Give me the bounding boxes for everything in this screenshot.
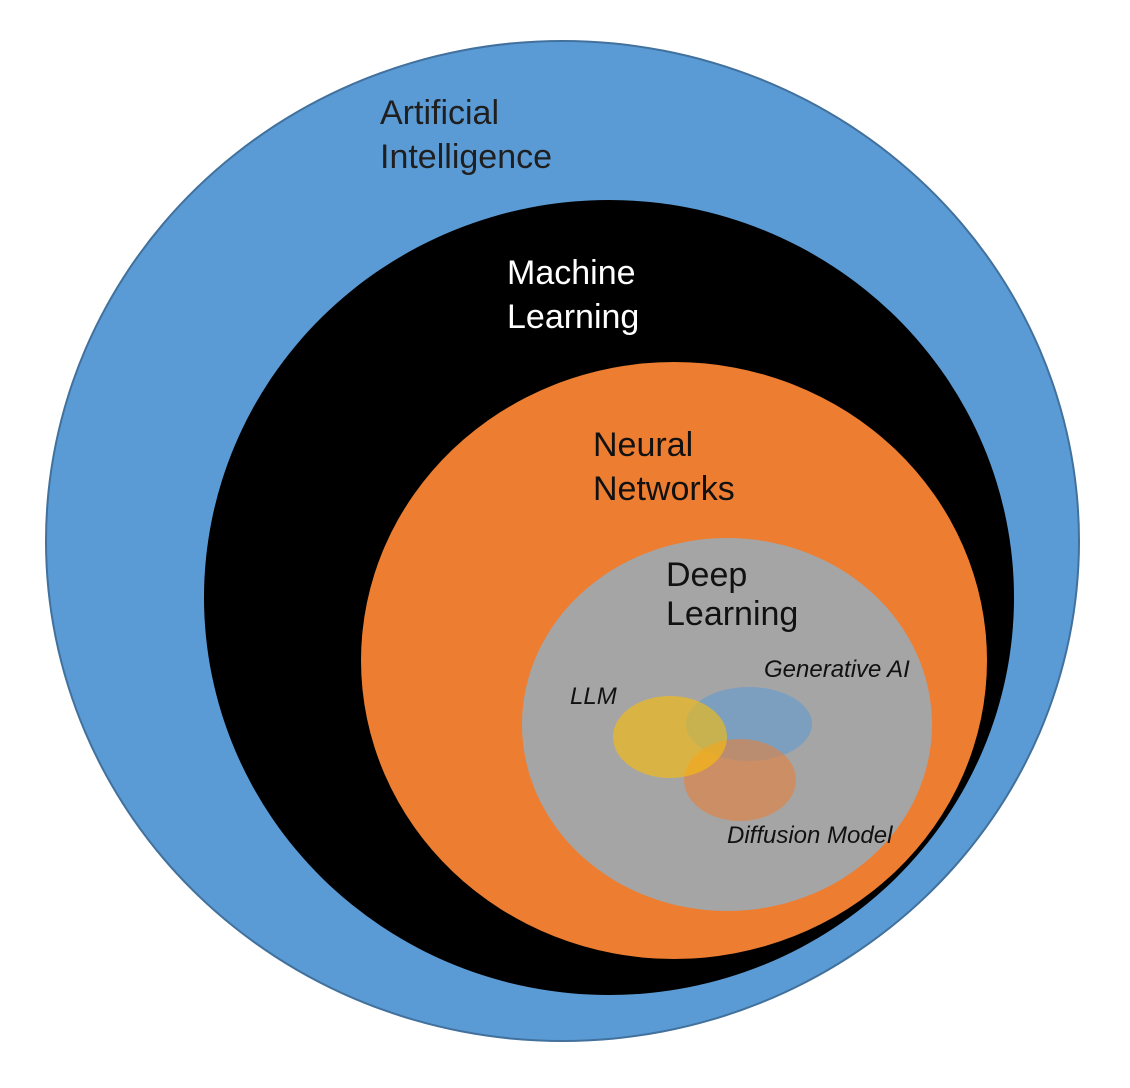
neural-networks-label: Neural Networks xyxy=(593,426,735,508)
diffusion-model-label: Diffusion Model xyxy=(727,822,893,849)
machine-learning-label: Machine Learning xyxy=(507,254,640,336)
generative-ai-label: Generative AI xyxy=(764,656,910,683)
artificial-intelligence-label: Artificial Intelligence xyxy=(380,94,553,176)
llm-label: LLM xyxy=(570,683,617,710)
deep-learning-label: Deep Learning xyxy=(666,556,799,634)
llm-ellipse xyxy=(613,696,727,778)
